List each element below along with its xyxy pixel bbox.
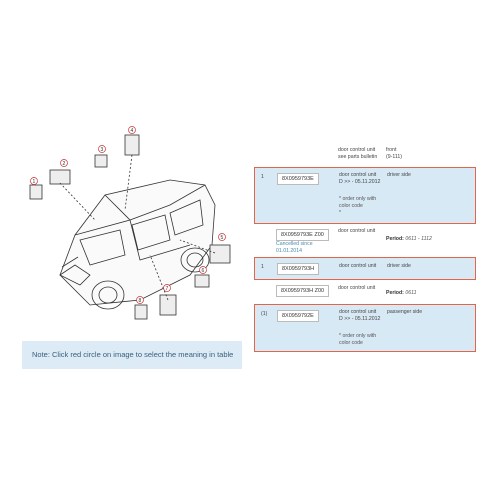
- callout-marker: [136, 296, 144, 304]
- row-index: 1: [261, 174, 264, 180]
- table-row[interactable]: 1 8X0959793H door control unit driver si…: [254, 257, 476, 280]
- callout-marker: [218, 233, 226, 241]
- part-description: door control unit: [339, 263, 377, 269]
- part-position: driver side: [387, 172, 411, 178]
- callout-label: 7: [166, 286, 169, 292]
- part-number[interactable]: 8X0959793H: [277, 263, 320, 275]
- part-number[interactable]: 8X0959793H Z00: [276, 285, 330, 297]
- part-description: door control unit: [338, 228, 376, 234]
- part-position: passenger side: [387, 309, 423, 315]
- row-index: 1: [261, 264, 264, 270]
- callout-marker: [128, 126, 136, 134]
- callout-marker: [163, 284, 171, 292]
- callout-label: 2: [63, 161, 66, 167]
- part-number[interactable]: 8X0959793E: [277, 173, 319, 185]
- callout-label: 8: [139, 298, 142, 304]
- callout-marker: [199, 266, 207, 274]
- period: Period: 0611 - 1112: [386, 236, 432, 242]
- parts-diagram[interactable]: 1 2 3 4 5 6 7 8: [20, 125, 245, 335]
- table-row[interactable]: 8X0959793E Z00 door control unit Cancell…: [254, 224, 476, 257]
- part-number[interactable]: 8X0959793E Z00: [276, 229, 329, 241]
- part-description: door control unit: [338, 285, 376, 291]
- callout-label: 3: [101, 147, 104, 153]
- header-position: front(9-111): [386, 147, 402, 160]
- callout-marker: [98, 145, 106, 153]
- car-exploded-view: 1 2 3 4 5 6 7 8: [29, 126, 231, 320]
- callout-label: 6: [202, 268, 205, 274]
- callout-marker: [60, 159, 68, 167]
- row-index: (1): [261, 311, 268, 317]
- callout-label: 4: [131, 128, 134, 134]
- part-position: driver side: [387, 263, 411, 269]
- diagram-note: Note: Click red circle on image to selec…: [22, 341, 242, 369]
- table-row[interactable]: 8X0959793H Z00 door control unit Period:…: [254, 280, 476, 304]
- callout-label: 5: [221, 235, 224, 241]
- callout-label: 1: [33, 179, 36, 185]
- callout-marker: [30, 177, 38, 185]
- part-number[interactable]: 8X0959792E: [277, 310, 319, 322]
- period: Period: 0611: [386, 290, 417, 296]
